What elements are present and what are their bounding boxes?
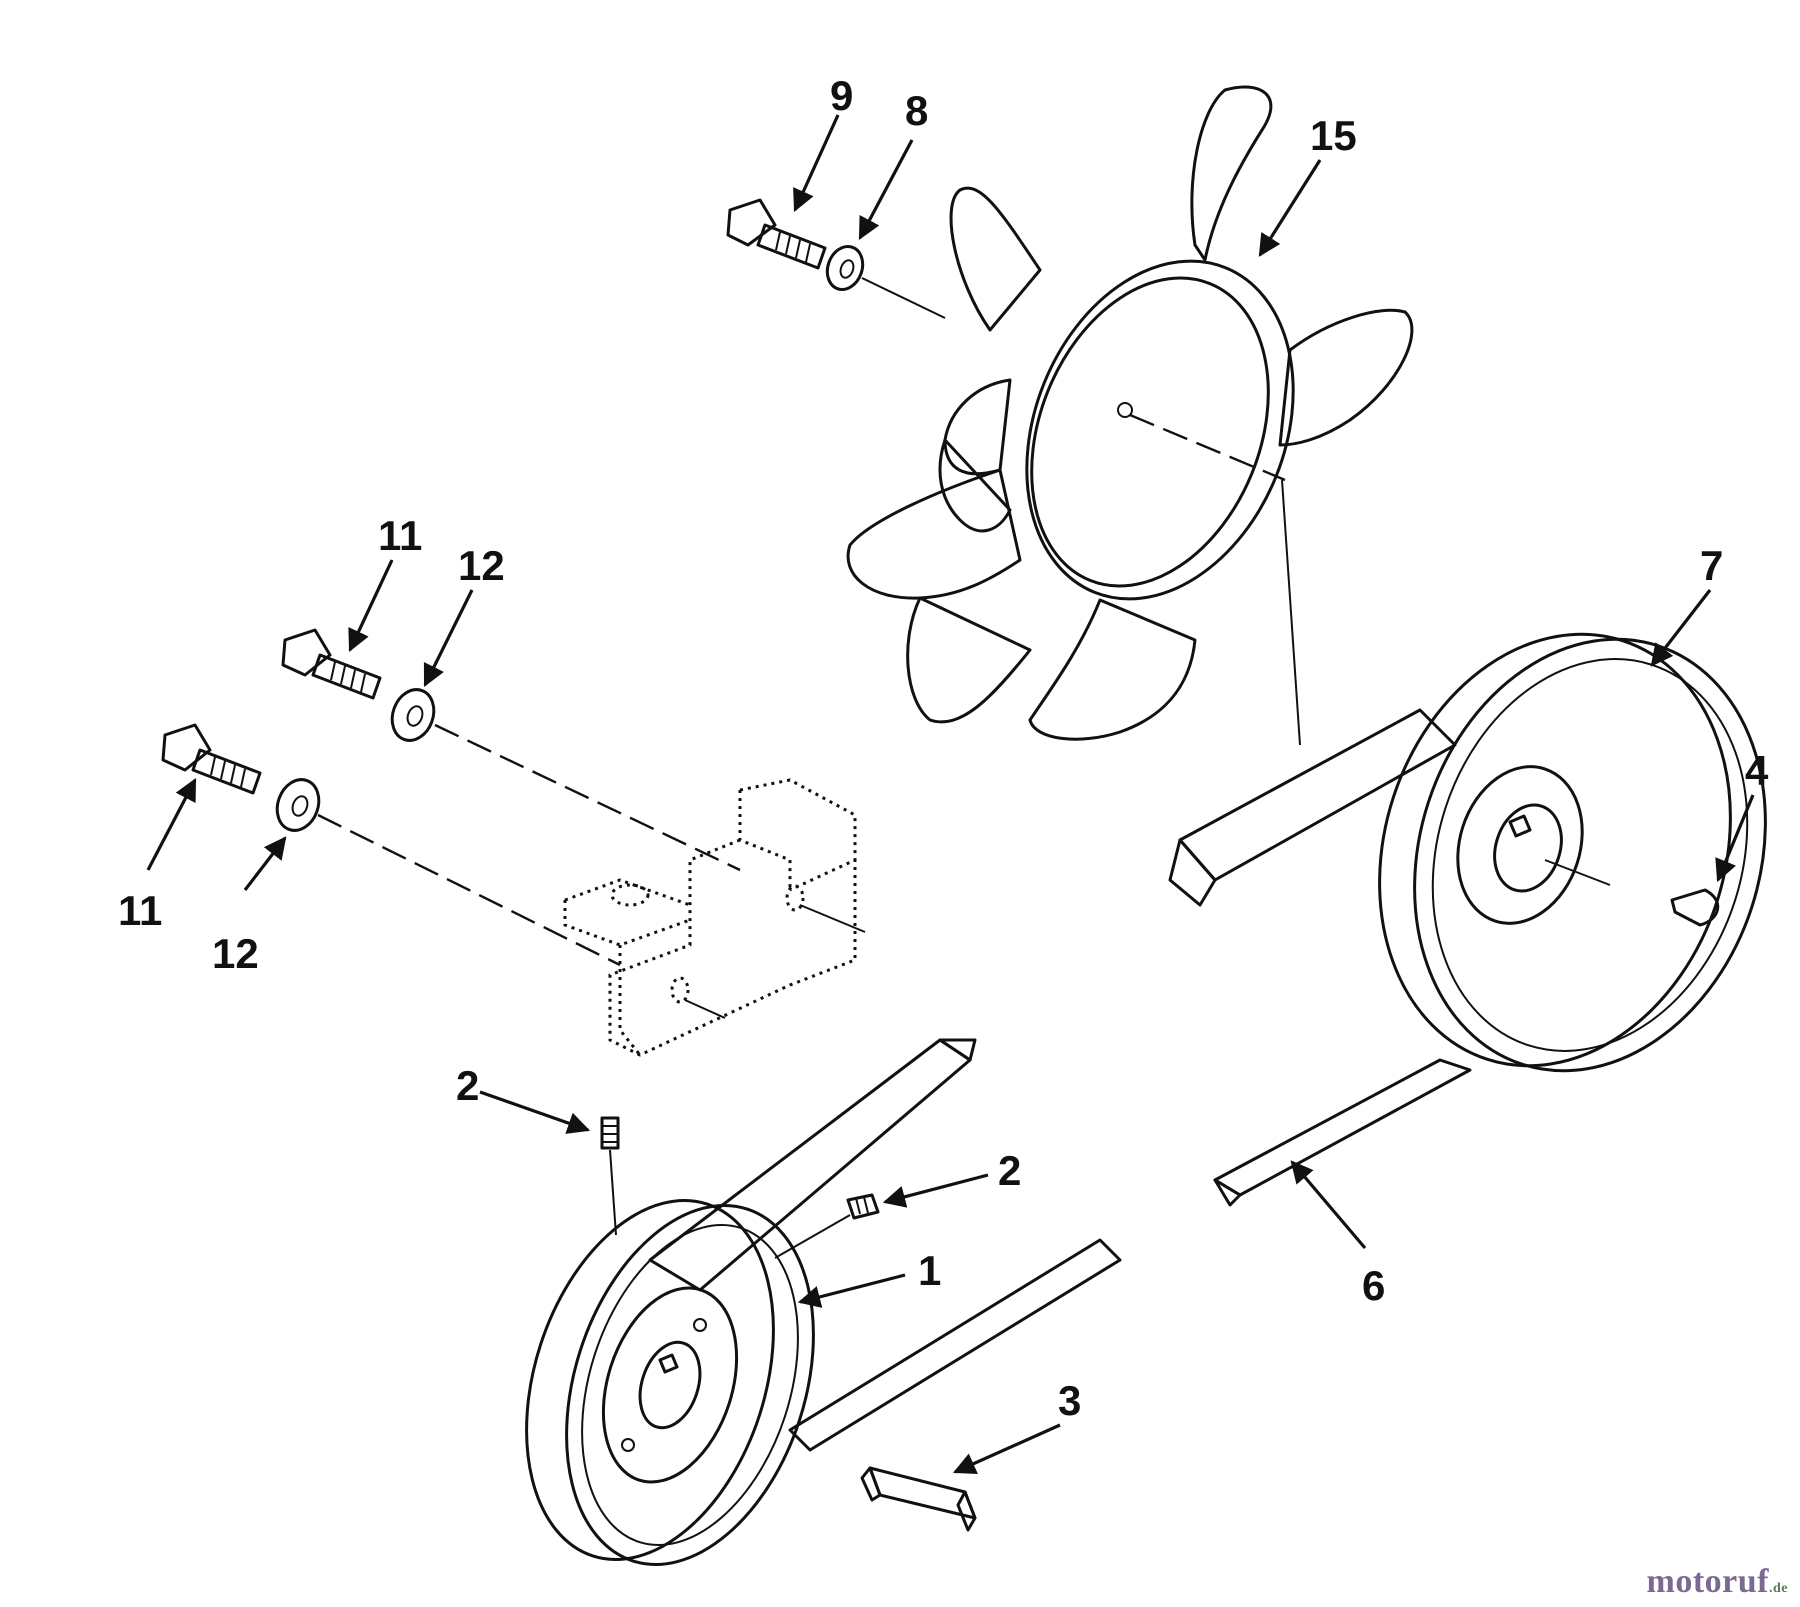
leader-arrow-8 — [858, 139, 914, 240]
fan-blade — [1028, 598, 1197, 741]
cooling-fan — [846, 85, 1414, 741]
mounting-bracket — [563, 778, 866, 1057]
axis-line — [861, 277, 946, 319]
fan-blade — [1190, 85, 1273, 262]
axis-line — [1281, 479, 1301, 746]
watermark-tld: .de — [1769, 1581, 1788, 1596]
fan-blade — [846, 468, 1022, 600]
leader-arrow-6 — [1290, 1160, 1367, 1250]
axis-line — [317, 813, 621, 967]
pulley-7 — [1378, 632, 1767, 1073]
leader-arrow-3 — [952, 1423, 1061, 1474]
leader-arrow-11-lower — [146, 778, 197, 871]
callout-11-upper: 11 — [378, 512, 422, 559]
fan-blade — [943, 378, 1012, 476]
woodruff-key-4 — [1670, 888, 1719, 927]
bolt-11-upper — [281, 628, 382, 700]
callout-2-lower: 2 — [998, 1147, 1021, 1194]
callout-3: 3 — [1058, 1377, 1081, 1424]
leader-arrow-2-upper — [479, 1090, 591, 1134]
axis-line — [1544, 859, 1611, 886]
leader-arrow-9 — [793, 114, 840, 213]
callout-15: 15 — [1310, 112, 1357, 159]
fan-center-hole — [1117, 402, 1133, 418]
fan-blade — [938, 438, 1012, 533]
leader-arrow-2-lower — [882, 1173, 989, 1208]
callout-2-upper: 2 — [456, 1062, 479, 1109]
leader-arrow-11-upper — [348, 559, 394, 653]
leader-arrow-7 — [1650, 589, 1712, 667]
watermark-name: motoruf — [1646, 1563, 1769, 1600]
leader-arrow-12-lower — [243, 836, 287, 891]
fan-blade — [906, 596, 1032, 724]
callout-6: 6 — [1362, 1262, 1385, 1309]
watermark-logo: motoruf.de — [1647, 1563, 1788, 1601]
bolt-9 — [726, 198, 827, 270]
fan-blade — [1278, 308, 1414, 447]
leader-arrow-1 — [797, 1273, 906, 1308]
callout-4: 4 — [1745, 747, 1769, 794]
fan-blade — [949, 186, 1042, 332]
callout-7: 7 — [1700, 542, 1723, 589]
callout-arrows — [146, 114, 1755, 1474]
washer-12-upper — [390, 688, 436, 742]
leader-arrow-15 — [1258, 159, 1322, 257]
callout-1: 1 — [918, 1247, 941, 1294]
pulley-1 — [525, 1199, 815, 1566]
washer-12-lower — [275, 778, 321, 832]
bolt-11-lower — [161, 723, 262, 795]
leader-arrow-4 — [1715, 794, 1755, 883]
leader-arrow-12-upper — [423, 589, 474, 688]
setscrew-2-lower — [846, 1193, 880, 1220]
callout-12-lower: 12 — [212, 930, 259, 977]
callout-9: 9 — [830, 72, 853, 119]
washer-8 — [825, 245, 865, 291]
callout-labels: 9 8 15 11 12 11 12 7 4 2 2 1 6 3 — [118, 72, 1769, 1424]
callout-12-upper: 12 — [458, 542, 505, 589]
belt-lower — [648, 1038, 1122, 1452]
axis-line — [609, 1149, 617, 1236]
fan-hub-ring-inner — [1030, 276, 1270, 588]
setscrew-2-upper — [600, 1116, 620, 1150]
square-key-3 — [860, 1466, 977, 1532]
axis-line — [1129, 413, 1286, 482]
callout-8: 8 — [905, 87, 928, 134]
axis-line — [434, 723, 741, 872]
axis-line — [774, 1214, 851, 1259]
callout-11-lower: 11 — [118, 887, 162, 934]
